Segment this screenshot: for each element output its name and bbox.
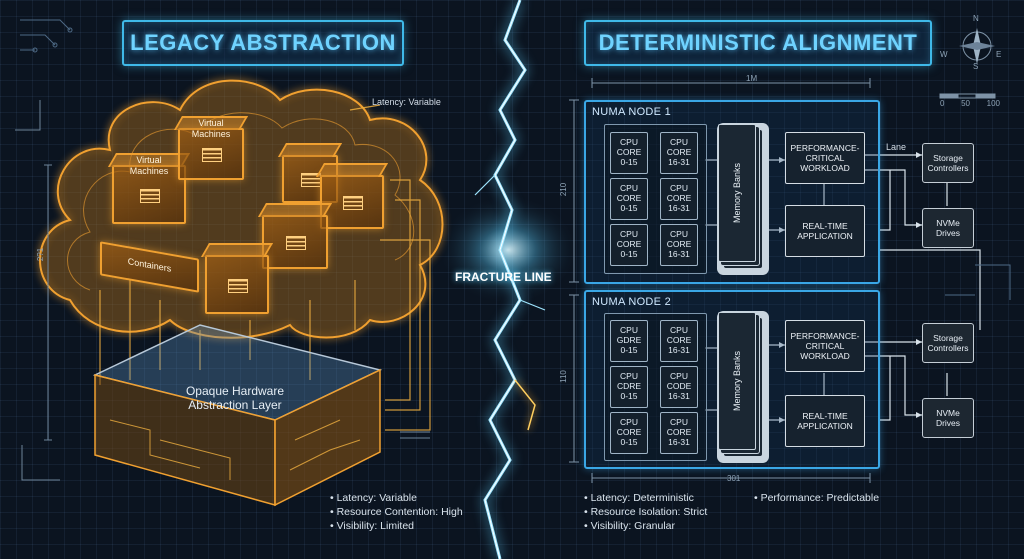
node1-cpu-core: CPU CORE 16-31 (660, 178, 698, 220)
node1-cpu-core: CPU CORE 16-31 (660, 132, 698, 174)
node2-nvme-drives: NVMe Drives (922, 398, 974, 438)
server-icon (286, 236, 306, 250)
node2-cpu-core: CPU GDRE 0-15 (610, 320, 648, 362)
node2-cpu-core: CPU CORE 16-31 (660, 412, 698, 454)
node1-storage-controllers: Storage Controllers (922, 143, 974, 183)
compass-w: W (940, 50, 948, 59)
node1-memory-banks: Memory Banks (718, 124, 756, 262)
latency-callout: Latency: Variable (372, 97, 441, 107)
numa-node-2-title: NUMA NODE 2 (592, 296, 672, 308)
virtual-machines-cube-2: Virtual Machines (173, 116, 249, 180)
compass-s: S (973, 62, 979, 71)
right-bullet-extra: • Performance: Predictable (754, 492, 880, 504)
numa-node-1-title: NUMA NODE 1 (592, 106, 672, 118)
abstraction-layer-label: Opaque Hardware Abstraction Layer (185, 384, 285, 412)
server-icon (140, 188, 160, 203)
server-icon (202, 148, 222, 162)
node2-dimension: 110 (558, 370, 568, 383)
compass-icon (959, 28, 995, 64)
node1-cpu-core: CPU CORE 0-15 (610, 224, 648, 266)
compass-e: E (996, 50, 1002, 59)
node1-cpu-core: CPU CORE 16-31 (660, 224, 698, 266)
node1-cpu-core: CPU CORE 0-15 (610, 178, 648, 220)
left-bullets: • Latency: Variable • Resource Contentio… (330, 491, 463, 533)
left-bullet-3: • Visibility: Limited (330, 520, 415, 532)
server-icon (343, 196, 363, 210)
node1-nvme-drives: NVMe Drives (922, 208, 974, 248)
node1-realtime-application: REAL-TIME APPLICATION (785, 205, 865, 257)
bottom-dimension: 301 (727, 474, 741, 483)
left-title: LEGACY ABSTRACTION (122, 20, 404, 66)
node1-performance-workload: PERFORMANCE- CRITICAL WORKLOAD (785, 132, 865, 184)
left-bullet-1: • Latency: Variable (330, 492, 417, 504)
node2-cpu-core: CPU CORE 16-31 (660, 320, 698, 362)
top-dimension: 1M (746, 74, 758, 83)
node1-cpu-core: CPU CORE 0-15 (610, 132, 648, 174)
right-bullets: • Latency: Deterministic • Resource Isol… (584, 491, 707, 533)
right-bullet-1: • Latency: Deterministic (584, 492, 694, 504)
right-bullet-2: • Resource Isolation: Strict (584, 506, 708, 518)
right-bullet-3: • Visibility: Granular (584, 520, 676, 532)
compass-n: N (973, 14, 979, 23)
node2-realtime-application: REAL-TIME APPLICATION (785, 395, 865, 447)
lane-label: Lane (886, 142, 907, 152)
node2-memory-banks: Memory Banks (718, 312, 756, 450)
virtual-machines-cube-1: Virtual Machines (107, 153, 191, 224)
server-icon (228, 278, 248, 293)
virtual-machines-label-2: Virtual Machines (191, 118, 231, 139)
node2-cpu-core: CPU CDRE 0-15 (610, 366, 648, 408)
server-cube-4 (200, 243, 274, 314)
left-bullet-2: • Resource Contention: High (330, 506, 463, 518)
node2-storage-controllers: Storage Controllers (922, 323, 974, 363)
server-cube-2 (315, 163, 389, 229)
fracture-line-label: FRACTURE LINE (455, 270, 552, 284)
node2-performance-workload: PERFORMANCE- CRITICAL WORKLOAD (785, 320, 865, 372)
right-title: DETERMINISTIC ALIGNMENT (584, 20, 932, 66)
node2-cpu-core: CPU CODE 16-31 (660, 366, 698, 408)
server-cube-3 (257, 203, 333, 269)
node1-dimension: 210 (559, 182, 569, 197)
virtual-machines-label-1: Virtual Machines (129, 155, 169, 176)
node2-cpu-core: CPU CORE 0-15 (610, 412, 648, 454)
